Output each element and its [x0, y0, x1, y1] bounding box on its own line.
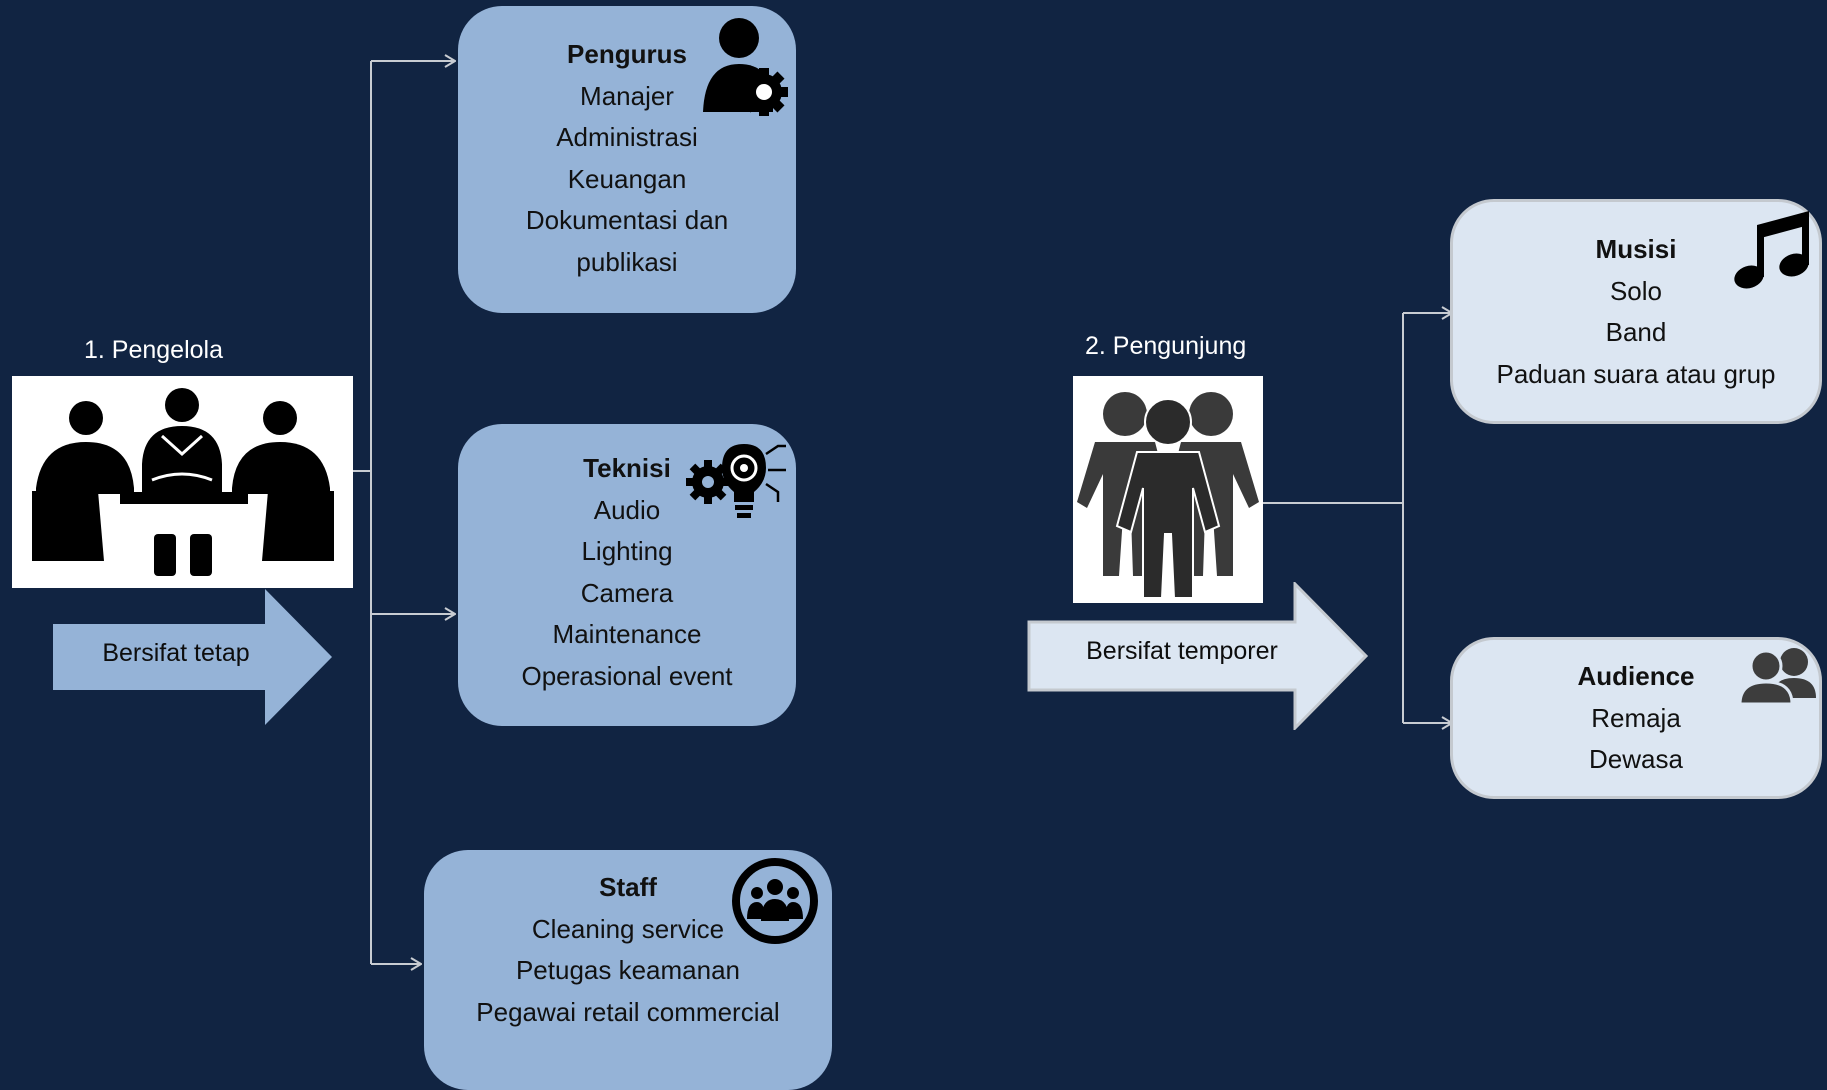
list-item: Keuangan [567, 163, 687, 194]
pengurus-title: Pengurus [567, 39, 687, 69]
list-item: Solo [1609, 275, 1663, 306]
list-item: Audio [593, 494, 661, 525]
list-item: Lighting [581, 536, 673, 566]
list-item: Dewasa [1589, 744, 1683, 774]
list-item: Manajer [580, 80, 674, 111]
list-item: Cleaning service [531, 913, 725, 944]
list-item: Petugas keamanan [515, 955, 741, 985]
list-item: Maintenance [552, 619, 702, 649]
list-item: Dokumentasi dan [525, 205, 729, 235]
music-note-icon [1734, 211, 1809, 289]
bersifat-tetap-arrow [53, 589, 332, 725]
visitors-illustration [1073, 376, 1263, 603]
gear-lightbulb-icon [686, 444, 786, 518]
pengunjung-heading: 2. Pengunjung [1085, 332, 1247, 360]
list-item: Band [1605, 317, 1667, 347]
user-gear-icon [703, 18, 788, 116]
pengelola-heading: 1. Pengelola [84, 336, 224, 364]
audience-title: Audience [1577, 661, 1695, 691]
staff-title: Staff [599, 872, 657, 902]
pengurus-card: Pengurus Manajer Administrasi Keuangan D… [458, 6, 796, 313]
people-group-icon [1077, 392, 1259, 599]
teknisi-card: Teknisi Audio Lighting Camera Maintenanc… [458, 424, 796, 726]
bersifat-tetap-label: Bersifat tetap [102, 639, 250, 667]
meeting-people-icon [32, 388, 334, 576]
audience-card: Audience Remaja Dewasa [1450, 637, 1822, 799]
connector-lines [353, 0, 1827, 1062]
bersifat-temporer-arrow [1027, 582, 1369, 730]
teknisi-title: Teknisi [583, 453, 671, 483]
bersifat-temporer-label: Bersifat temporer [1086, 637, 1278, 665]
list-item: Paduan suara atau grup [1496, 358, 1776, 389]
list-item: Pegawai retail commercial [476, 996, 780, 1027]
musisi-card: Musisi Solo Band Paduan suara atau grup [1450, 199, 1822, 424]
list-item: publikasi [576, 246, 678, 277]
people-icon [1738, 648, 1816, 706]
group-circle-icon [732, 858, 818, 944]
list-item: Administrasi [556, 122, 698, 152]
list-item: Camera [580, 577, 674, 608]
list-item: Remaja [1591, 702, 1681, 733]
meeting-illustration [12, 376, 353, 588]
list-item: Operasional event [521, 660, 733, 691]
staff-card: Staff Cleaning service Petugas keamanan … [424, 850, 832, 1090]
musisi-title: Musisi [1595, 234, 1677, 264]
